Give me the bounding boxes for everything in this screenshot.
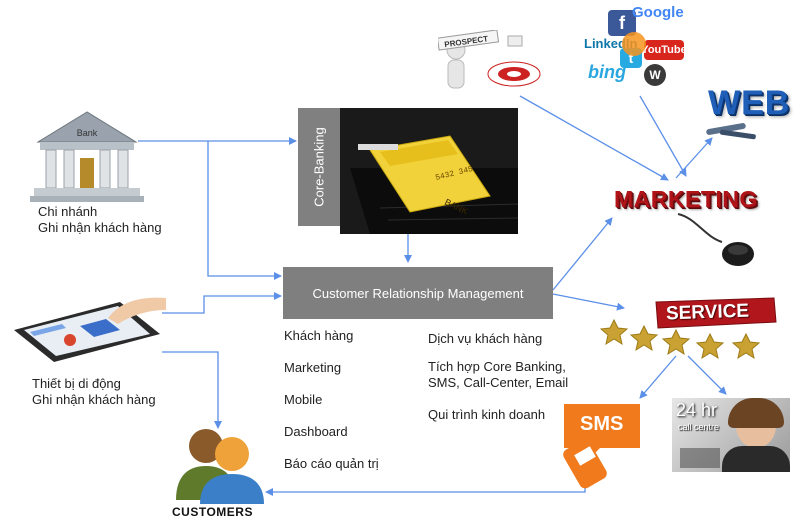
marketing-label: MARKETING — [614, 186, 758, 212]
youtube-icon: YouTube — [641, 40, 687, 60]
mouse-icon — [677, 213, 754, 266]
tablet-icon — [14, 297, 166, 362]
bank-sign: Bank — [77, 128, 98, 138]
bank-caption-line1: Chi nhánh — [38, 204, 98, 219]
rss-icon — [622, 32, 646, 56]
crm-item-marketing: Marketing — [284, 360, 342, 375]
prospect-icon: PROSPECT — [438, 30, 541, 89]
web-label: WEB — [708, 84, 791, 122]
arrow-bank-to-crm — [207, 141, 282, 280]
crm-box: Customer Relationship Management — [283, 267, 553, 319]
service-sign-icon — [599, 297, 777, 360]
service-label: SERVICE — [665, 300, 750, 325]
crm-item-khach-hang: Khách hàng — [284, 328, 354, 343]
arrow-service-to-callcentre — [687, 355, 727, 395]
sms-label: SMS — [580, 413, 624, 435]
social-media-cluster: f Google LinkedIn YouTube t bing W — [582, 2, 692, 94]
call-centre-caption: call centre — [678, 422, 720, 432]
web-tools-icon — [706, 123, 756, 140]
desk-shadow — [680, 448, 720, 468]
wordpress-icon: W — [644, 64, 666, 86]
arrow-marketing-to-web — [675, 137, 713, 179]
customers-label: CUSTOMERS — [172, 505, 253, 519]
crm-item-bao-cao: Báo cáo quản trị — [284, 456, 379, 471]
bank-building-icon: Bank — [30, 111, 144, 202]
crm-item-qui-trinh: Qui trình kinh doanh — [428, 407, 546, 422]
arrow-prospect-to-marketing — [519, 95, 669, 181]
google-icon: Google — [632, 4, 684, 21]
arrow-service-to-sms — [639, 355, 677, 399]
arrow-mobile-to-crm — [162, 292, 282, 314]
crm-item-dashboard: Dashboard — [284, 424, 348, 439]
mobile-caption-line1: Thiết bị di động — [32, 376, 121, 391]
core-banking-label: Core-Banking — [311, 127, 327, 207]
crm-right-list: Dịch vụ khách hàng Tích hợp Core Banking… — [428, 331, 568, 439]
bing-icon: bing — [588, 62, 626, 82]
arrow-mobile-to-customers — [162, 351, 222, 429]
crm-item-mobile: Mobile — [284, 392, 323, 407]
agent-hair — [728, 398, 784, 428]
agent-body — [722, 446, 790, 472]
bank-caption: Chi nhánh Ghi nhận khách hàng — [38, 204, 162, 236]
customers-icon — [176, 429, 264, 504]
bank-caption-line2: Ghi nhận khách hàng — [38, 220, 162, 235]
mobile-caption: Thiết bị di động Ghi nhận khách hàng — [32, 376, 156, 408]
crm-title: Customer Relationship Management — [312, 285, 524, 301]
crm-item-tich-hop-1: Tích hợp Core Banking, — [428, 359, 566, 374]
core-banking-box: Core-Banking — [298, 108, 340, 226]
sms-phone-icon — [563, 404, 640, 489]
arrow-social-to-marketing — [639, 95, 687, 177]
arrow-crm-to-service — [552, 293, 625, 311]
call-centre-photo: 24 hr call centre — [672, 398, 790, 472]
mobile-caption-line2: Ghi nhận khách hàng — [32, 392, 156, 407]
facebook-icon: f — [608, 10, 636, 36]
call-centre-hours: 24 hr — [676, 400, 718, 420]
card-reader-image: 5432 345 BANK — [340, 108, 518, 234]
crm-item-dich-vu: Dịch vụ khách hàng — [428, 331, 543, 346]
crm-left-list: Khách hàng Marketing Mobile Dashboard Bá… — [284, 328, 379, 488]
crm-item-tich-hop-2: SMS, Call-Center, Email — [428, 375, 569, 390]
arrow-crm-to-marketing — [552, 217, 613, 291]
